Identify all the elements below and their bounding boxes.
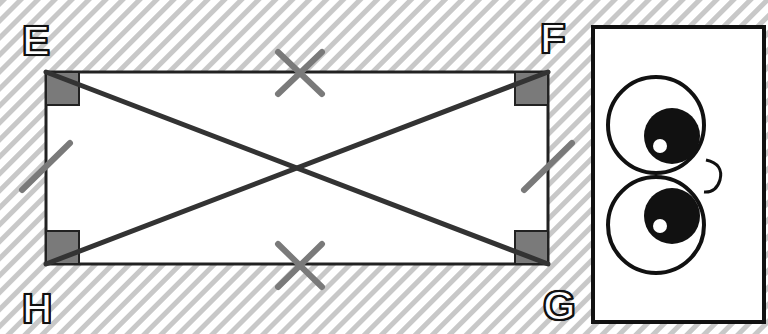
vertex-label: F bbox=[540, 18, 566, 60]
vertex-label: H bbox=[22, 288, 52, 330]
face-card bbox=[593, 27, 764, 322]
diagonals bbox=[46, 72, 548, 264]
vertex-label: G bbox=[543, 285, 576, 327]
vertex-label: E bbox=[22, 20, 50, 62]
tick-marks bbox=[22, 52, 572, 287]
right-angle-marks bbox=[46, 72, 548, 264]
rectangle-efgh bbox=[46, 72, 548, 264]
